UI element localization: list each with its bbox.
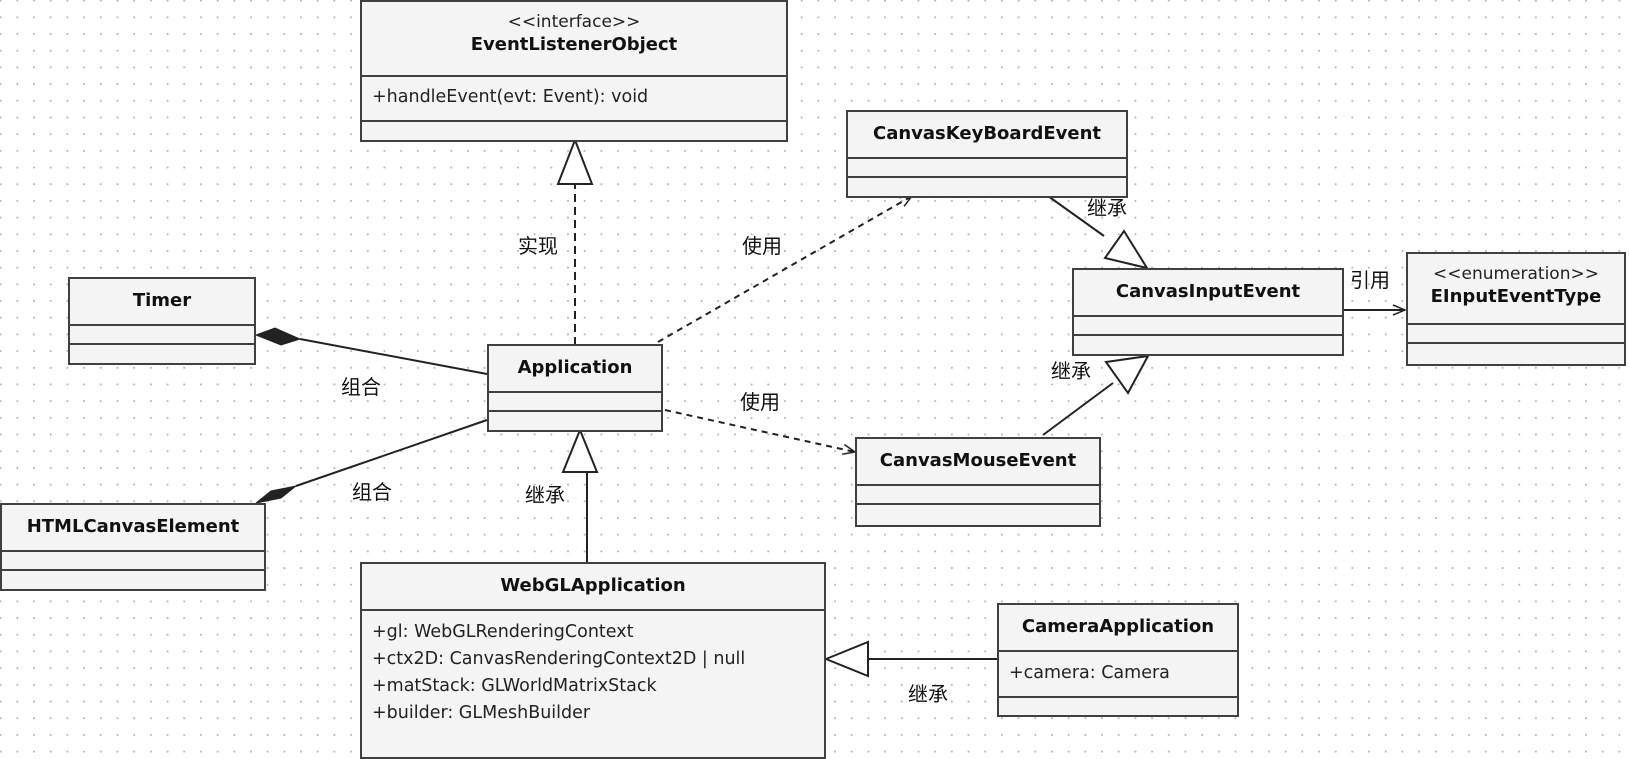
hollow-triangle-arrowhead — [1103, 229, 1150, 270]
class-name: CanvasKeyBoardEvent — [873, 123, 1101, 144]
operations-section — [999, 698, 1237, 716]
operations-section — [1408, 344, 1624, 363]
label-realize: 实现 — [518, 234, 558, 258]
class-canvasinputevent[interactable]: CanvasInputEvent — [1072, 268, 1344, 356]
class-header: CanvasInputEvent — [1074, 270, 1342, 317]
attribute: +camera: Camera — [1009, 663, 1170, 683]
attribute: +builder: GLMeshBuilder — [372, 703, 591, 723]
operations-section — [848, 178, 1126, 196]
operations-section — [1074, 336, 1342, 354]
class-name: Timer — [132, 290, 192, 311]
class-header: CameraApplication — [999, 605, 1237, 652]
dependency-application-keyboard — [657, 196, 912, 343]
operation: +handleEvent(evt: Event): void — [372, 87, 649, 107]
class-name: HTMLCanvasElement — [26, 516, 240, 537]
class-timer[interactable]: Timer — [68, 277, 256, 365]
class-name: EventListenerObject — [470, 34, 678, 55]
class-header: <<interface>> EventListenerObject — [362, 2, 786, 77]
class-webglapplication[interactable]: WebGLApplication +gl: WebGLRenderingCont… — [360, 562, 826, 759]
class-cameraapplication[interactable]: CameraApplication +camera: Camera — [997, 603, 1239, 717]
attributes-section — [848, 159, 1126, 178]
label-inherit-mouse: 继承 — [1051, 359, 1091, 383]
class-name: EInputEventType — [1430, 286, 1602, 307]
stereotype-label: <<enumeration>> — [1433, 264, 1599, 284]
attributes-section: +gl: WebGLRenderingContext +ctx2D: Canva… — [362, 611, 824, 729]
class-htmlcanvaselement[interactable]: HTMLCanvasElement — [0, 503, 266, 591]
hollow-triangle-arrowhead — [561, 427, 599, 473]
label-compose-timer: 组合 — [341, 375, 381, 399]
label-use-mouse: 使用 — [740, 390, 780, 414]
class-header: Timer — [70, 279, 254, 326]
attributes-section — [1408, 325, 1624, 344]
attributes-section: +camera: Camera — [999, 652, 1237, 698]
class-name: Application — [517, 357, 633, 378]
label-inherit-camera: 继承 — [908, 682, 948, 706]
attributes-section — [1074, 317, 1342, 336]
extra-section — [362, 122, 786, 140]
class-application[interactable]: Application — [487, 344, 663, 432]
class-eventlistenerobject[interactable]: <<interface>> EventListenerObject +handl… — [360, 0, 788, 142]
class-einputeventtype[interactable]: <<enumeration>> EInputEventType — [1406, 252, 1626, 366]
operations-section: +handleEvent(evt: Event): void — [362, 77, 786, 122]
label-inherit-keyboard: 继承 — [1087, 196, 1127, 220]
operations-section — [489, 412, 661, 430]
class-name: CameraApplication — [1021, 616, 1215, 637]
operations-section — [70, 345, 254, 363]
label-compose-canvas: 组合 — [352, 480, 392, 504]
attributes-section — [70, 326, 254, 345]
class-name: CanvasInputEvent — [1115, 281, 1301, 302]
operations-section — [857, 505, 1099, 525]
composition-application-timer — [254, 327, 488, 375]
generalization-camera-webgl — [823, 640, 998, 678]
generalization-webgl-application — [561, 427, 599, 563]
label-use-keyboard: 使用 — [742, 234, 782, 258]
stereotype-label: <<interface>> — [507, 12, 641, 32]
class-canvasmouseevent[interactable]: CanvasMouseEvent — [855, 437, 1101, 527]
attributes-section — [2, 552, 264, 571]
class-header: <<enumeration>> EInputEventType — [1408, 254, 1624, 325]
dependency-application-mouse — [664, 409, 855, 452]
class-header: WebGLApplication — [362, 564, 824, 611]
class-name: CanvasMouseEvent — [879, 450, 1077, 471]
attributes-section — [857, 486, 1099, 505]
attribute: +matStack: GLWorldMatrixStack — [372, 676, 657, 696]
filled-diamond — [255, 485, 297, 504]
class-header: Application — [489, 346, 661, 393]
filled-diamond — [254, 327, 302, 346]
attribute: +ctx2D: CanvasRenderingContext2D | null — [372, 649, 746, 669]
label-ref-enum: 引用 — [1350, 268, 1390, 292]
realization-application-eventlistener — [556, 137, 594, 345]
class-header: CanvasMouseEvent — [857, 439, 1099, 486]
label-inherit-webgl: 继承 — [525, 483, 565, 507]
class-header: HTMLCanvasElement — [2, 505, 264, 552]
class-name: WebGLApplication — [500, 575, 686, 596]
class-header: CanvasKeyBoardEvent — [848, 112, 1126, 159]
hollow-triangle-arrowhead — [556, 137, 594, 185]
hollow-triangle-arrowhead — [1104, 354, 1150, 395]
operations-section — [2, 571, 264, 589]
hollow-triangle-arrowhead — [823, 640, 869, 678]
attribute: +gl: WebGLRenderingContext — [372, 622, 634, 642]
class-canvaskeyboardevent[interactable]: CanvasKeyBoardEvent — [846, 110, 1128, 198]
attributes-section — [489, 393, 661, 412]
